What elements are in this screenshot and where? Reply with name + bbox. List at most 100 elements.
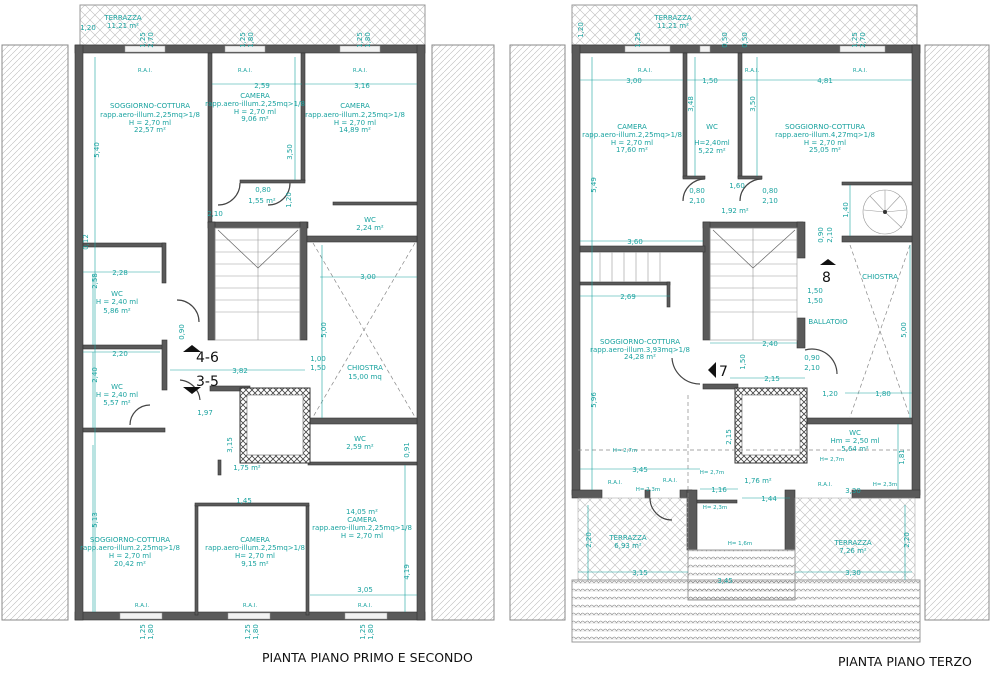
svg-text:rapp.aero-illum.3,93mq>1/8: rapp.aero-illum.3,93mq>1/8: [590, 346, 690, 354]
svg-text:0,12: 0,12: [82, 234, 90, 250]
svg-text:2,20: 2,20: [903, 532, 911, 548]
svg-text:2,40: 2,40: [91, 367, 99, 383]
svg-text:0,91: 0,91: [403, 442, 411, 458]
svg-text:5,96: 5,96: [590, 392, 598, 408]
svg-text:5,64 m²: 5,64 m²: [841, 445, 869, 453]
svg-text:5,00: 5,00: [320, 322, 328, 338]
svg-text:0,90: 0,90: [804, 354, 820, 362]
svg-text:0,80: 0,80: [255, 186, 271, 194]
svg-text:1,25: 1,25: [244, 624, 252, 640]
terrace-label: TERRAZZA: [653, 14, 692, 22]
terrace-area: 11,21 m²: [107, 22, 139, 30]
svg-text:3,82: 3,82: [232, 367, 248, 375]
svg-text:SOGGIORNO-COTTURA: SOGGIORNO-COTTURA: [785, 123, 865, 131]
svg-text:17,60 m²: 17,60 m²: [616, 146, 648, 154]
neighbor-building: [509, 44, 566, 621]
svg-text:2,24 m²: 2,24 m²: [356, 224, 384, 232]
svg-text:H = 2,70 ml: H = 2,70 ml: [341, 532, 383, 540]
dimension-labels: 1,20 2,59 3,16 5,40 3,50 0,80 2,10 1,20 …: [80, 24, 411, 640]
room-wc: WC H=2,40ml 5,22 m²: [694, 123, 730, 155]
svg-text:1,40: 1,40: [842, 202, 850, 218]
svg-text:rapp.aero-illum.4,27mq>1/8: rapp.aero-illum.4,27mq>1/8: [775, 131, 875, 139]
svg-text:1,50: 1,50: [807, 297, 823, 305]
svg-text:1,20: 1,20: [80, 24, 96, 32]
svg-text:5,86 m²: 5,86 m²: [103, 307, 131, 315]
svg-text:1,20: 1,20: [822, 390, 838, 398]
svg-text:15,00 mq: 15,00 mq: [348, 373, 382, 381]
svg-text:1,44: 1,44: [761, 495, 777, 503]
svg-text:CAMERA: CAMERA: [240, 536, 270, 544]
rai-label: R.A.I.: [663, 478, 677, 484]
svg-text:1,25: 1,25: [239, 32, 247, 48]
svg-text:3,45: 3,45: [632, 466, 648, 474]
svg-text:1,50: 1,50: [702, 77, 718, 85]
svg-text:6,93 m²: 6,93 m²: [614, 542, 642, 550]
rai-label: R.A.I.: [745, 68, 759, 74]
room-camera-4: 14,05 m² CAMERA rapp.aero-illum.2,25mq>1…: [312, 508, 412, 540]
svg-text:WC: WC: [111, 383, 123, 391]
svg-text:1,80: 1,80: [252, 624, 260, 640]
svg-text:H= 1,6m: H= 1,6m: [728, 541, 753, 547]
plan-primo-secondo: TERRAZZA 11,21 m² R.A.I. R.A.I. R.A.I. R…: [74, 4, 473, 665]
svg-text:3-5: 3-5: [196, 374, 219, 390]
room-wc-3: WC H = 2,40 ml 5,57 m²: [96, 383, 138, 407]
svg-text:3,15: 3,15: [632, 569, 648, 577]
svg-text:CAMERA: CAMERA: [340, 102, 370, 110]
svg-text:3,48: 3,48: [687, 96, 695, 112]
svg-text:3,05: 3,05: [357, 586, 373, 594]
svg-text:0,80: 0,80: [762, 187, 778, 195]
svg-text:3,16: 3,16: [354, 82, 370, 90]
room-wc-2: WC Hm = 2,50 ml 5,64 m²: [831, 429, 880, 453]
svg-text:SOGGIORNO-COTTURA: SOGGIORNO-COTTURA: [90, 536, 170, 544]
svg-text:9,15 m²: 9,15 m²: [241, 560, 269, 568]
svg-text:WC: WC: [354, 435, 366, 443]
room-wc-2: WC H = 2,40 ml 5,86 m²: [96, 290, 138, 315]
svg-text:1,60: 1,60: [729, 182, 745, 190]
room-soggiorno-2: SOGGIORNO-COTTURA rapp.aero-illum.2,25mq…: [80, 536, 180, 568]
svg-text:9,06 m²: 9,06 m²: [241, 115, 269, 123]
svg-text:SOGGIORNO-COTTURA: SOGGIORNO-COTTURA: [600, 338, 680, 346]
section-marker-4-6: 4-6: [183, 345, 219, 366]
svg-text:2,10: 2,10: [207, 210, 223, 218]
svg-text:H = 2,40 ml: H = 2,40 ml: [96, 298, 138, 306]
room-ballatoio: BALLATOIO: [808, 318, 848, 326]
svg-text:0,50: 0,50: [721, 32, 729, 48]
svg-text:24,28 m²: 24,28 m²: [624, 353, 656, 361]
svg-text:0,90: 0,90: [817, 227, 825, 243]
rai-label: R.A.I.: [353, 68, 367, 74]
svg-text:7,26 m²: 7,26 m²: [839, 547, 867, 555]
svg-text:1,16: 1,16: [711, 486, 727, 494]
svg-text:CAMERA: CAMERA: [617, 123, 647, 131]
svg-text:1,00: 1,00: [310, 355, 326, 363]
svg-text:WC: WC: [364, 216, 376, 224]
room-wc-4: WC 2,59 m²: [346, 435, 374, 451]
svg-text:rapp.aero-illum.2,25mq>1/8: rapp.aero-illum.2,25mq>1/8: [100, 111, 200, 119]
plan-title: PIANTA PIANO TERZO: [838, 654, 972, 669]
staircase: [214, 227, 301, 341]
svg-text:5,57 m²: 5,57 m²: [103, 399, 131, 407]
svg-text:5,00: 5,00: [900, 322, 908, 338]
svg-text:5,13: 5,13: [91, 512, 99, 528]
svg-text:4,19: 4,19: [403, 564, 411, 580]
rai-label: R.A.I.: [638, 68, 652, 74]
terrace: [79, 4, 426, 46]
plan-terzo: TERRAZZA 11,21 m² R.A.I. R.A.I. R.A.I. R…: [571, 4, 972, 669]
svg-text:CHIOSTRA: CHIOSTRA: [347, 364, 383, 372]
room-wc-1: WC 2,24 m²: [356, 216, 384, 232]
dimension-labels: 1,20 3,00 1,50 4,81 5,49 3,48 3,50 0,80 …: [577, 22, 911, 585]
section-marker-7: 7: [708, 362, 728, 380]
svg-text:H= 2,3m: H= 2,3m: [703, 505, 728, 511]
svg-text:2,10: 2,10: [762, 197, 778, 205]
svg-text:H = 2,70 ml: H = 2,70 ml: [334, 119, 376, 127]
svg-text:4-6: 4-6: [196, 350, 219, 366]
svg-text:3,50: 3,50: [286, 144, 294, 160]
svg-text:3,15: 3,15: [226, 437, 234, 453]
svg-text:H= 2,70 ml: H= 2,70 ml: [235, 552, 275, 560]
svg-text:TERRAZZA: TERRAZZA: [833, 539, 872, 547]
svg-text:2,70: 2,70: [859, 32, 867, 48]
svg-text:1,80: 1,80: [147, 624, 155, 640]
svg-text:2,10: 2,10: [689, 197, 705, 205]
room-camera-3: CAMERA rapp.aero-illum.2,25mq>1/8 H= 2,7…: [205, 536, 305, 568]
svg-text:3,00: 3,00: [626, 77, 642, 85]
